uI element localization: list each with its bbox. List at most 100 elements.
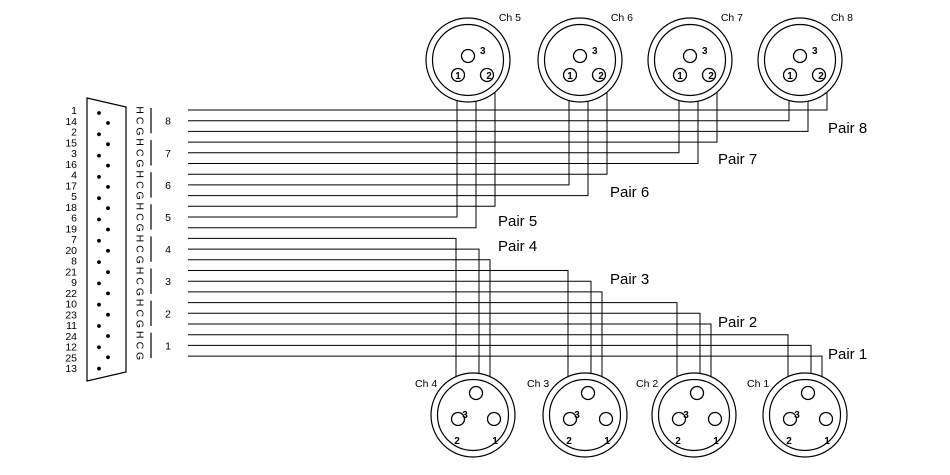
wire xyxy=(188,270,569,413)
group-number: 7 xyxy=(165,148,171,160)
db25-pin-dot xyxy=(106,121,110,125)
xlr-pin-label: 3 xyxy=(480,46,486,57)
wire xyxy=(188,248,480,387)
xlr-pin-hole xyxy=(562,67,578,83)
xlr-channel-label: Ch 7 xyxy=(721,12,743,24)
db25-pin-number: 13 xyxy=(65,363,77,375)
xlr-pin-hole xyxy=(479,67,495,83)
xlr-pin-label: 3 xyxy=(574,410,580,421)
signal-label: H xyxy=(133,235,145,243)
xlr-pin-hole xyxy=(468,385,484,401)
xlr-pin-label: 2 xyxy=(818,71,824,82)
wire xyxy=(188,81,496,207)
xlr-pin-hole xyxy=(682,48,698,64)
xlr-pin-hole xyxy=(707,411,723,427)
pair-label: Pair 1 xyxy=(828,346,867,363)
xlr-pin-label: 1 xyxy=(824,436,830,447)
signal-label: C xyxy=(133,149,145,157)
signal-label: C xyxy=(133,277,145,285)
xlr-pin-hole xyxy=(792,48,808,64)
db25-pin-dot xyxy=(106,227,110,232)
xlr-pin-label: 2 xyxy=(566,436,572,447)
xlr-pin-hole xyxy=(562,411,578,427)
db25-pin-number: 3 xyxy=(71,148,77,160)
xlr-pin-label: 1 xyxy=(677,71,683,82)
db25-pin-dot xyxy=(106,163,110,168)
db25-pin-number: 7 xyxy=(71,234,77,246)
db25-pin-dot xyxy=(106,355,110,360)
xlr-pin-label: 2 xyxy=(598,71,604,82)
xlr-pin-label: 3 xyxy=(812,46,818,57)
xlr-channel-label: Ch 1 xyxy=(747,378,769,390)
xlr-pin-label: 3 xyxy=(592,46,598,57)
db25-pin-number: 23 xyxy=(65,309,77,321)
db25-pin-dot xyxy=(106,206,110,211)
group-number: 5 xyxy=(165,212,171,224)
xlr-pin-hole xyxy=(591,67,607,83)
xlr-pin-label: 1 xyxy=(492,436,498,447)
xlr-pin-hole xyxy=(671,411,687,427)
xlr-pin-label: 1 xyxy=(604,436,610,447)
group-number: 2 xyxy=(165,308,171,320)
db25-pin-dot xyxy=(97,324,101,328)
pair-label: Pair 3 xyxy=(610,271,649,288)
group-number: 3 xyxy=(165,276,171,288)
xlr-connector: 2 3 1 Ch 3 xyxy=(527,372,628,458)
db25-pin-dot xyxy=(97,260,101,264)
xlr-pin-hole xyxy=(782,411,798,427)
xlr-pin-label: 2 xyxy=(454,436,460,447)
xlr-pin-hole xyxy=(800,385,816,401)
signal-label: H xyxy=(133,170,145,178)
xlr-pin-label: 2 xyxy=(786,436,792,447)
db25-pin-number: 18 xyxy=(65,202,77,214)
db25-pin-number: 6 xyxy=(71,213,77,225)
wire xyxy=(188,312,701,387)
db25-pin-dots xyxy=(97,111,110,371)
xlr-pin-label: 2 xyxy=(675,436,681,447)
signal-label: H xyxy=(133,138,145,146)
xlr-pin-hole xyxy=(818,411,834,427)
db25-pin-number: 12 xyxy=(65,342,77,354)
xlr-pin-hole xyxy=(580,385,596,401)
xlr-inner-ring xyxy=(548,378,622,452)
xlr-pin-hole xyxy=(782,67,798,83)
wire xyxy=(188,259,491,413)
db25-pin-number: 9 xyxy=(71,277,77,289)
db25-pin-number: 10 xyxy=(65,299,77,311)
xlr-pin-label: 3 xyxy=(683,410,689,421)
wire xyxy=(188,62,477,229)
xlr-inner-ring xyxy=(768,378,842,452)
db25-pin-number: 22 xyxy=(65,288,77,300)
xlr-pin-label: 1 xyxy=(455,71,461,82)
pair-label: Pair 5 xyxy=(498,213,537,230)
wire xyxy=(188,81,458,218)
wire xyxy=(188,81,828,111)
xlr-pin-label: 3 xyxy=(702,46,708,57)
db25-pin-dot xyxy=(97,217,101,222)
signal-label: G xyxy=(133,256,145,264)
db25-pin-dot xyxy=(106,142,110,147)
xlr-pin-hole xyxy=(672,67,688,83)
db25-pin-number: 17 xyxy=(65,180,77,192)
xlr-pin-label: 2 xyxy=(486,71,492,82)
signal-label: H xyxy=(133,299,145,307)
wire xyxy=(188,280,592,387)
signal-label: G xyxy=(133,159,145,167)
db25-pin-dot xyxy=(106,185,110,189)
xlr-channel-label: Ch 3 xyxy=(527,378,549,390)
signal-label: G xyxy=(133,320,145,328)
db25-pin-dot xyxy=(106,291,110,296)
db25-pin-dot xyxy=(97,132,101,137)
xlr-pin-hole xyxy=(689,385,705,401)
xlr-pin-hole xyxy=(460,48,476,64)
wire xyxy=(188,81,680,154)
xlr-pin-hole xyxy=(450,411,466,427)
db25-pin-number: 8 xyxy=(71,256,77,268)
db25-pin-dot xyxy=(97,111,101,115)
